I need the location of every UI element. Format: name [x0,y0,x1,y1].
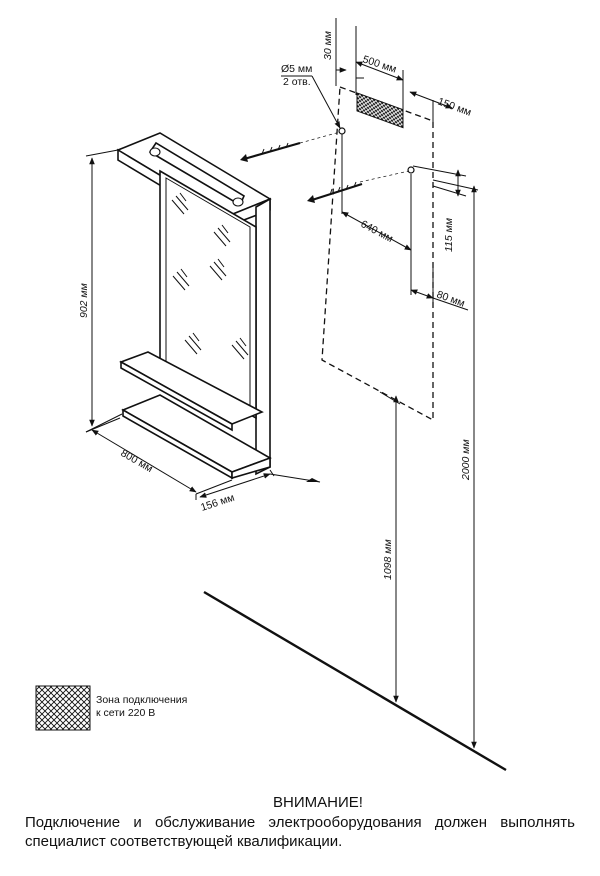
dim-mount-height: 1098 мм [379,391,401,703]
warning-title: ВНИМАНИЕ! [273,794,363,811]
mirror-cabinet [116,132,272,480]
label-hole-spec-1: Ø5 мм [281,63,312,75]
label-cabinet-width: 800 мм [119,447,155,475]
dim-top-gap: 30 мм [322,18,364,95]
wall-hole-left [338,127,346,135]
connection-zone [356,92,404,129]
label-hole-drop: 115 мм [443,218,455,252]
mirror-glare [171,192,249,360]
dim-total-height: 2000 мм [432,179,479,749]
warning-body: Подключение и обслуживание электрооборуд… [25,814,575,850]
wall-outline [321,86,434,422]
label-hole-spacing: 640 мм [359,218,395,245]
label-top-gap: 30 мм [322,31,334,60]
label-zone-width: 500 мм [361,53,398,75]
legend-line-2: к сети 220 В [96,707,156,719]
label-offset-right: 150 мм [436,96,473,119]
dim-hole-drop: 115 мм [412,165,467,252]
screw-lower [307,181,363,203]
label-hole-spec-2: 2 отв. [283,76,311,88]
label-total-height: 2000 мм [460,439,472,481]
dim-hole-spec: Ø5 мм 2 отв. [281,63,341,129]
floor-line [203,590,507,772]
wall-hole-right [407,166,415,174]
label-offset-bottom: 80 мм [435,289,466,310]
dim-hole-spacing: 640 мм [341,134,412,252]
legend-line-1: Зона подключения [96,694,188,706]
legend: Зона подключения к сети 220 В [96,694,187,720]
dim-offset-right: 150 мм [409,91,473,122]
dim-offset-bottom: 80 мм [410,252,469,311]
warning-block: ВНИМАНИЕ! Подключение и обслуживание эле… [0,794,600,851]
screw-upper [240,141,301,162]
legend-swatch [35,685,91,731]
label-cabinet-height: 902 мм [78,283,90,318]
label-mount-height: 1098 мм [382,539,394,580]
dim-cabinet-depth: 156 мм [195,469,321,514]
dim-cabinet-height: 902 мм [78,149,123,433]
